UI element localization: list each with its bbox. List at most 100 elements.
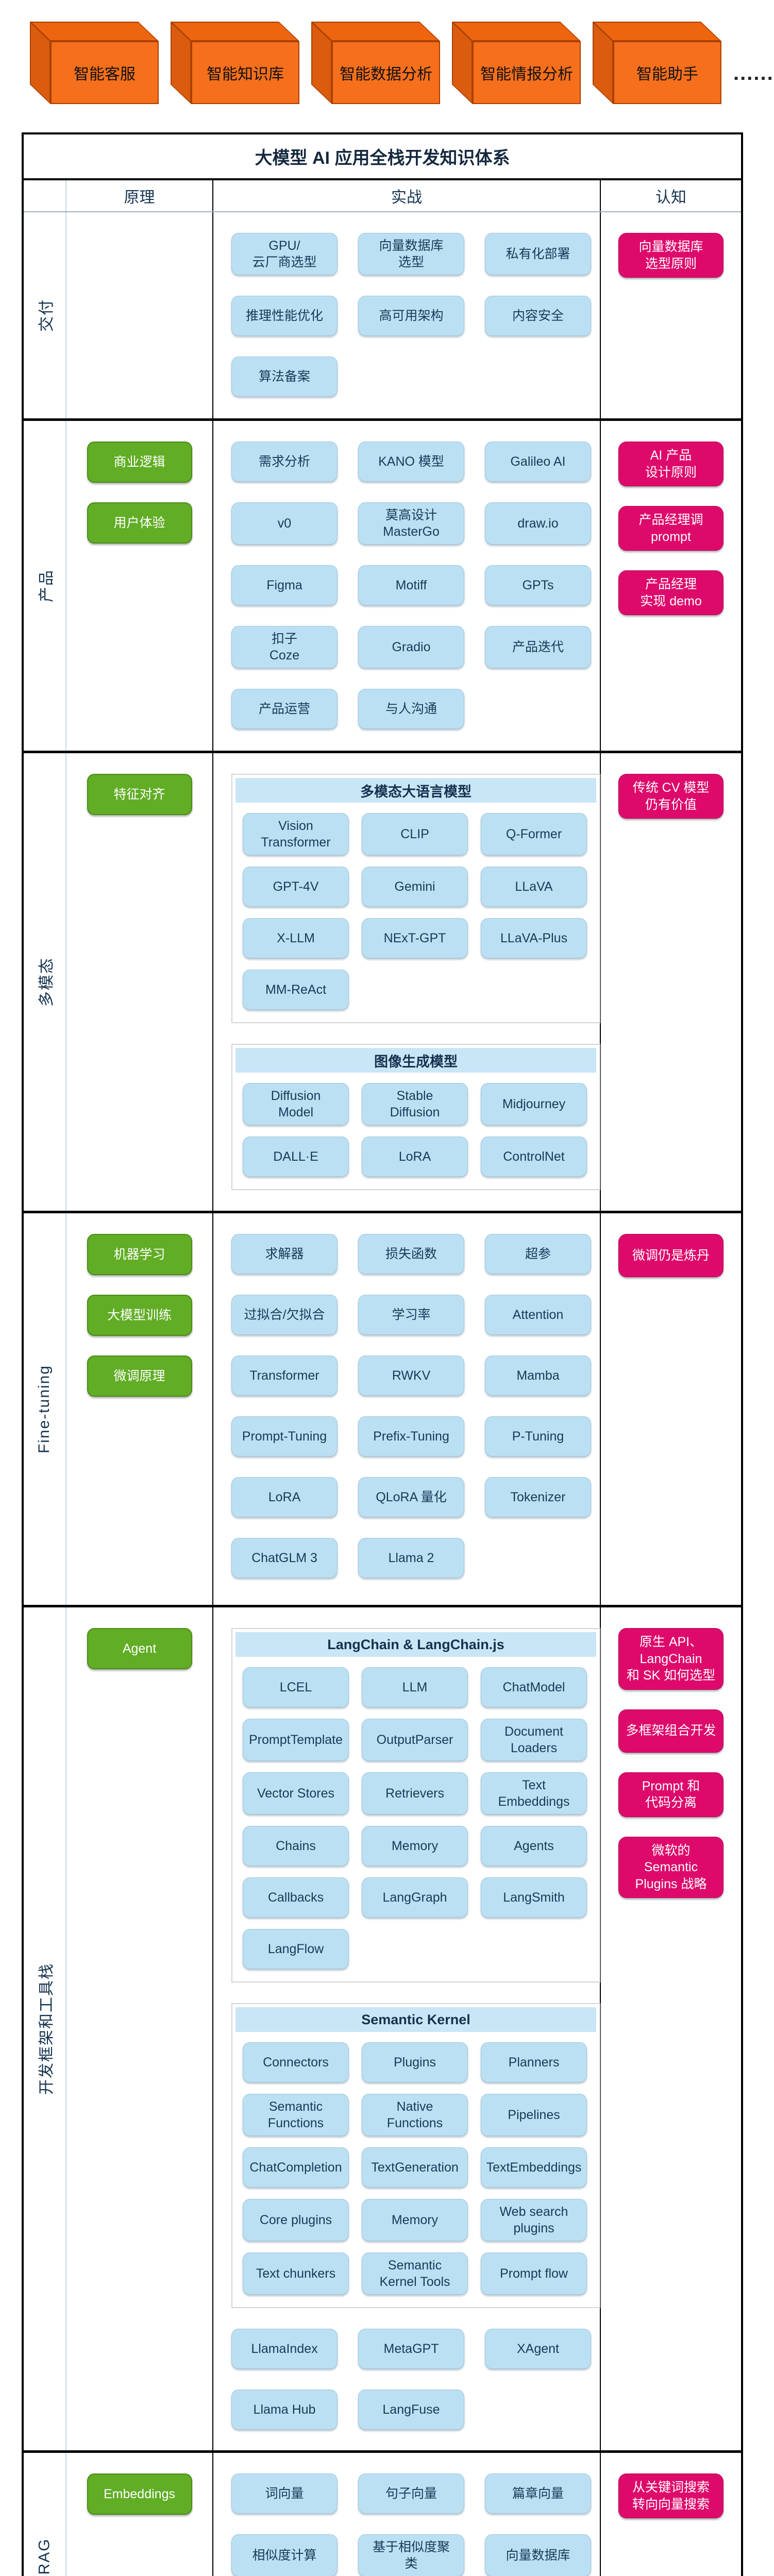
- practice-node: Retrievers: [362, 1772, 468, 1815]
- practice-node: 超参: [485, 1234, 591, 1274]
- category-cell: 多模态: [24, 753, 66, 1211]
- practice-row: 词向量句子向量篇章向量: [231, 2473, 591, 2514]
- principle-node: 用户体验: [87, 502, 192, 544]
- practice-node: Memory: [362, 2199, 468, 2241]
- group-title: 多模态大语言模型: [235, 778, 596, 803]
- practice-node: 高可用架构: [358, 296, 464, 336]
- category-cell: 开发框架和工具栈: [24, 1607, 66, 2450]
- practice-node: Agents: [481, 1826, 587, 1866]
- box-front-face: 智能助手: [613, 41, 721, 104]
- principle-node: 大模型训练: [87, 1295, 192, 1336]
- practice-node: 过拟合/欠拟合: [231, 1295, 338, 1335]
- practice-node: Prompt flow: [481, 2252, 587, 2295]
- box-front-face: 智能数据分析: [332, 41, 440, 104]
- practice-node: Motiff: [358, 565, 464, 605]
- practice-node: 私有化部署: [485, 233, 591, 275]
- practice-node: LLaVA: [481, 867, 587, 907]
- practice-row: GPT-4V Gemini LLaVA: [243, 867, 589, 907]
- app-label: 智能数据分析: [340, 66, 432, 83]
- practice-node: Gemini: [362, 867, 468, 907]
- cognition-node: 多框架组合开发: [618, 1709, 723, 1753]
- practice-node: GPT-4V: [243, 867, 349, 907]
- practice-node: Text chunkers: [243, 2252, 349, 2295]
- principle-node: 微调原理: [87, 1355, 192, 1397]
- practice-node: 向量数据库: [485, 2534, 591, 2576]
- practice-node: Connectors: [243, 2042, 349, 2082]
- practice-row: Chains Memory Agents: [243, 1826, 589, 1866]
- box-top-face: [311, 22, 440, 41]
- cognition-node: Prompt 和 代码分离: [618, 1772, 723, 1817]
- cognition-cell: 传统 CV 模型 仍有价值: [601, 753, 741, 1211]
- practice-node: 需求分析: [231, 442, 338, 482]
- practice-node: Text Embeddings: [481, 1772, 587, 1815]
- practice-node: GPTs: [485, 565, 591, 605]
- practice-node: Document Loaders: [481, 1719, 587, 1761]
- practice-node: 句子向量: [358, 2473, 464, 2514]
- category-label: RAG: [36, 2538, 53, 2575]
- practice-node: 损失函数: [358, 1234, 464, 1274]
- practice-node: Prefix-Tuning: [358, 1416, 464, 1456]
- category-cell: 产品: [24, 421, 66, 751]
- cognition-cell: 向量数据库 选型原则: [601, 212, 741, 418]
- category-label: 开发框架和工具栈: [38, 1963, 55, 2095]
- practice-node: XAgent: [485, 2329, 591, 2369]
- practice-node: LangFuse: [358, 2389, 464, 2430]
- app-label: 智能客服: [74, 66, 136, 83]
- group-title: 图像生成模型: [235, 1048, 596, 1073]
- practice-node: 相似度计算: [231, 2534, 338, 2576]
- cognition-node: 产品经理 实现 demo: [618, 570, 723, 615]
- app-box-3d: 智能知识库: [171, 22, 299, 105]
- practice-node: Transformer: [231, 1355, 338, 1396]
- practice-node: Figma: [231, 565, 338, 605]
- practice-node: 推理性能优化: [231, 296, 338, 336]
- category-cell: Fine-tuning: [24, 1213, 66, 1605]
- practice-node: RWKV: [358, 1355, 464, 1396]
- practice-node: LLM: [362, 1667, 468, 1707]
- practice-node: 学习率: [358, 1295, 464, 1335]
- practice-node: Plugins: [362, 2042, 468, 2082]
- principle-cell: Embeddings: [66, 2453, 213, 2576]
- practice-node: 扣子 Coze: [231, 626, 338, 668]
- practice-node: 算法备案: [231, 357, 338, 397]
- practice-node: Mamba: [485, 1355, 591, 1396]
- practice-node: Web search plugins: [481, 2199, 587, 2241]
- practice-node: Chains: [243, 1826, 349, 1866]
- box-top-face: [593, 22, 721, 41]
- cognition-node: 微调仍是炼丹: [618, 1234, 723, 1277]
- practice-node: TextGeneration: [362, 2147, 468, 2188]
- practice-node: Llama Hub: [231, 2389, 338, 2430]
- app-box-3d: 智能客服: [30, 22, 159, 105]
- cognition-node: 向量数据库 选型原则: [618, 233, 723, 278]
- practice-row: Figma Motiff GPTs: [231, 565, 591, 605]
- practice-node: Memory: [362, 1826, 468, 1866]
- practice-node: 求解器: [231, 1234, 338, 1274]
- practice-row: 相似度计算基于相似度聚 类向量数据库: [231, 2534, 591, 2576]
- row-rag: RAG Embeddings 词向量句子向量篇章向量相似度计算基于相似度聚 类向…: [24, 2450, 741, 2576]
- practice-node: QLoRA 量化: [358, 1477, 464, 1517]
- practice-node: Vector Stores: [243, 1772, 349, 1815]
- practice-row: Vector Stores Retrievers Text Embeddings: [243, 1772, 589, 1815]
- practice-row: GPU/ 云厂商选型向量数据库 选型私有化部署: [231, 233, 591, 275]
- cognition-cell: 从关键词搜索 转向向量搜索: [601, 2453, 741, 2576]
- practice-row: 算法备案: [231, 357, 338, 397]
- practice-node: NExT-GPT: [362, 918, 468, 958]
